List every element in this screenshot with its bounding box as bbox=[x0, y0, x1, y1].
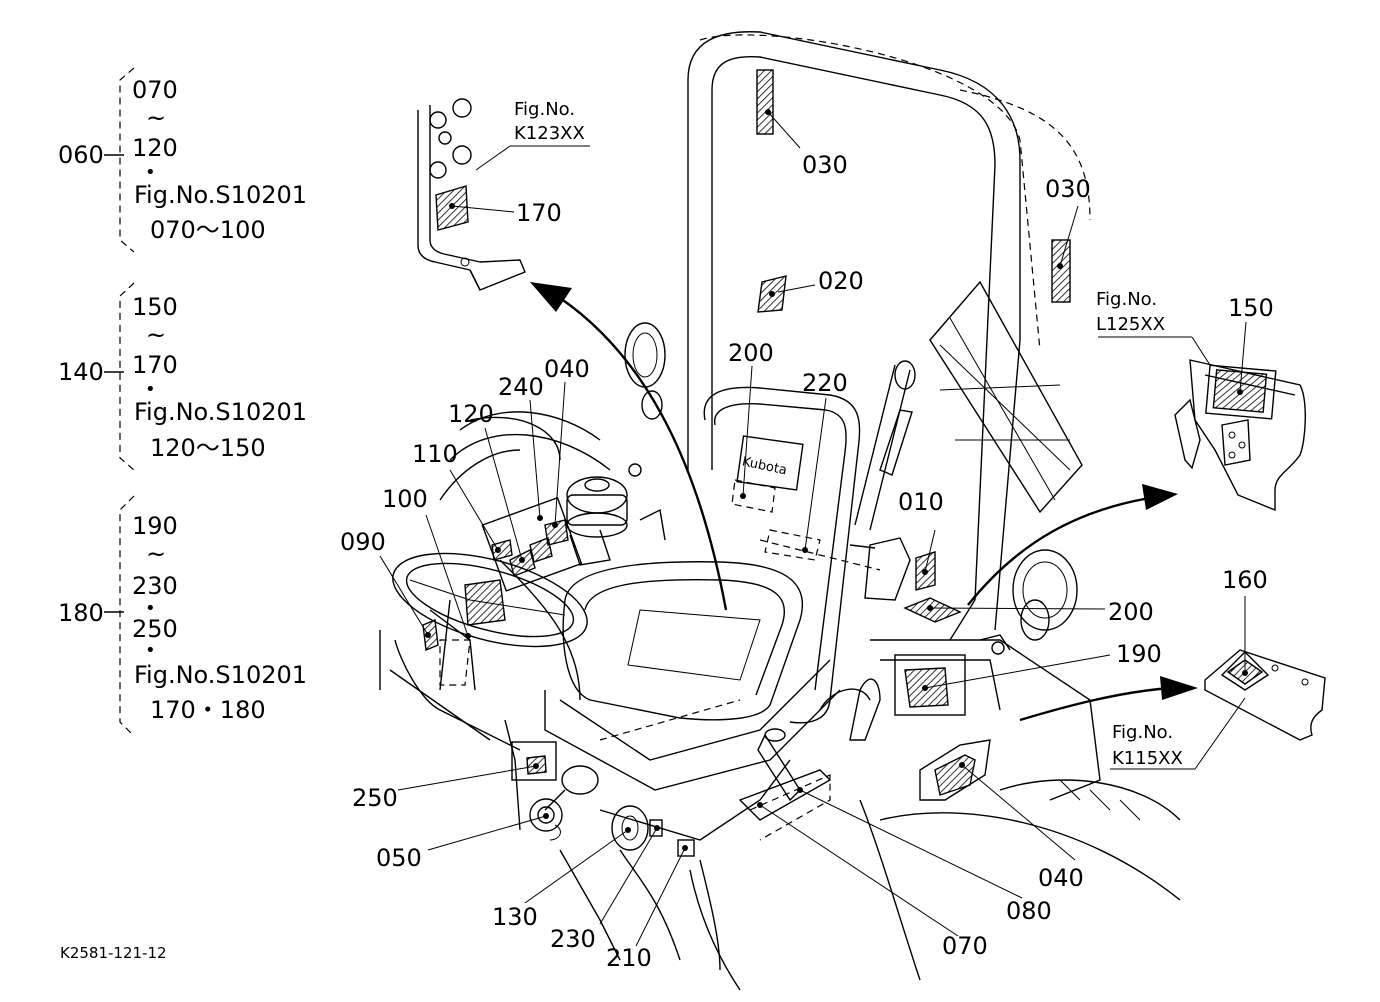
callout-050: 050 bbox=[376, 844, 422, 872]
group-line: 120～150 bbox=[150, 434, 266, 462]
group-line: Fig.No.S10201 bbox=[134, 398, 307, 426]
rops-frame bbox=[687, 31, 1091, 641]
figref-k115-code: K115XX bbox=[1112, 748, 1183, 769]
callout-120: 120 bbox=[448, 400, 494, 428]
callout-200: 200 bbox=[1108, 598, 1154, 626]
lower-console bbox=[504, 678, 881, 971]
group-line: 070 bbox=[132, 76, 178, 104]
arrow-head-k115 bbox=[1160, 676, 1198, 700]
callout-010: 010 bbox=[898, 488, 944, 516]
group-line: ~ bbox=[146, 104, 166, 132]
drawing-code: K2581-121-12 bbox=[60, 944, 167, 962]
callout-130: 130 bbox=[492, 903, 538, 931]
callout-040: 040 bbox=[544, 355, 590, 383]
group-line: 120 bbox=[132, 134, 178, 162]
dash-panel bbox=[379, 630, 521, 751]
fuel-tank-area bbox=[439, 411, 666, 701]
callout-040: 040 bbox=[1038, 864, 1084, 892]
work-lamp-left bbox=[624, 322, 666, 420]
callout-090: 090 bbox=[340, 528, 386, 556]
group-line: 150 bbox=[132, 293, 178, 321]
steering-wheel bbox=[392, 552, 588, 691]
seat-brand-mark: Kubota bbox=[741, 454, 789, 478]
callout-230: 230 bbox=[550, 925, 596, 953]
arrow-head-l125 bbox=[1142, 484, 1178, 510]
decal-cluster-left bbox=[481, 496, 583, 592]
callout-170: 170 bbox=[516, 199, 562, 227]
detail-l125 bbox=[1098, 336, 1306, 512]
callout-220: 220 bbox=[802, 369, 848, 397]
callout-100: 100 bbox=[382, 485, 428, 513]
figref-k123-code: K123XX bbox=[514, 123, 585, 144]
right-fender bbox=[689, 634, 1181, 991]
group-label: 140 bbox=[58, 358, 104, 386]
callout-030: 030 bbox=[802, 151, 848, 179]
seat-switch-box bbox=[849, 537, 911, 601]
leader-dots bbox=[425, 109, 1248, 851]
group-140: 140 150 ~ 170 • Fig.No.S10201 120～150 bbox=[58, 282, 307, 471]
group-line: Fig.No.S10201 bbox=[134, 661, 307, 689]
group-label: 180 bbox=[58, 599, 104, 627]
group-line: Fig.No.S10201 bbox=[134, 181, 307, 209]
callout-labels: 030 030 020 170 150 160 200 220 240 040 … bbox=[340, 151, 1274, 972]
group-060: 060 070 ~ 120 • Fig.No.S10201 070～100 bbox=[58, 67, 307, 253]
callout-160: 160 bbox=[1222, 566, 1268, 594]
group-label: 060 bbox=[58, 141, 104, 169]
grid-decal bbox=[929, 280, 1083, 514]
figref-k115-title: Fig.No. bbox=[1112, 722, 1173, 743]
group-line: • bbox=[145, 379, 156, 400]
group-line: • bbox=[145, 640, 156, 661]
work-lamp-right bbox=[1012, 549, 1078, 641]
callout-200: 200 bbox=[728, 339, 774, 367]
group-line: • bbox=[145, 162, 156, 183]
figref-k123-title: Fig.No. bbox=[514, 99, 575, 120]
callout-080: 080 bbox=[1006, 897, 1052, 925]
callout-110: 110 bbox=[412, 440, 458, 468]
callout-030: 030 bbox=[1045, 175, 1091, 203]
callout-210: 210 bbox=[606, 944, 652, 972]
arrow-head-k123 bbox=[530, 282, 572, 312]
decal-200-lower bbox=[903, 597, 962, 623]
group-line: 230 bbox=[132, 572, 178, 600]
group-line: 170 bbox=[132, 351, 178, 379]
callout-190: 190 bbox=[1116, 640, 1162, 668]
figref-l125-title: Fig.No. bbox=[1096, 289, 1157, 310]
group-line: 250 bbox=[132, 615, 178, 643]
hood-strut bbox=[854, 360, 916, 531]
leader-lines bbox=[379, 111, 1247, 947]
callout-070: 070 bbox=[942, 932, 988, 960]
group-line: ~ bbox=[146, 540, 166, 568]
callout-240: 240 bbox=[498, 373, 544, 401]
detail-arrows bbox=[530, 282, 1198, 722]
group-line: • bbox=[145, 598, 156, 619]
group-line: 070～100 bbox=[150, 216, 266, 244]
figref-l125-code: L125XX bbox=[1096, 314, 1165, 335]
decal-030-left bbox=[756, 69, 774, 135]
callout-250: 250 bbox=[352, 784, 398, 812]
decal-030-right bbox=[1051, 239, 1071, 303]
group-line: 190 bbox=[132, 512, 178, 540]
group-180: 180 190 ~ 230 • 250 • Fig.No.S10201 170・… bbox=[58, 495, 307, 737]
callout-020: 020 bbox=[818, 267, 864, 295]
group-line: 170・180 bbox=[150, 696, 266, 724]
group-line: ~ bbox=[146, 321, 166, 349]
callout-150: 150 bbox=[1228, 294, 1274, 322]
